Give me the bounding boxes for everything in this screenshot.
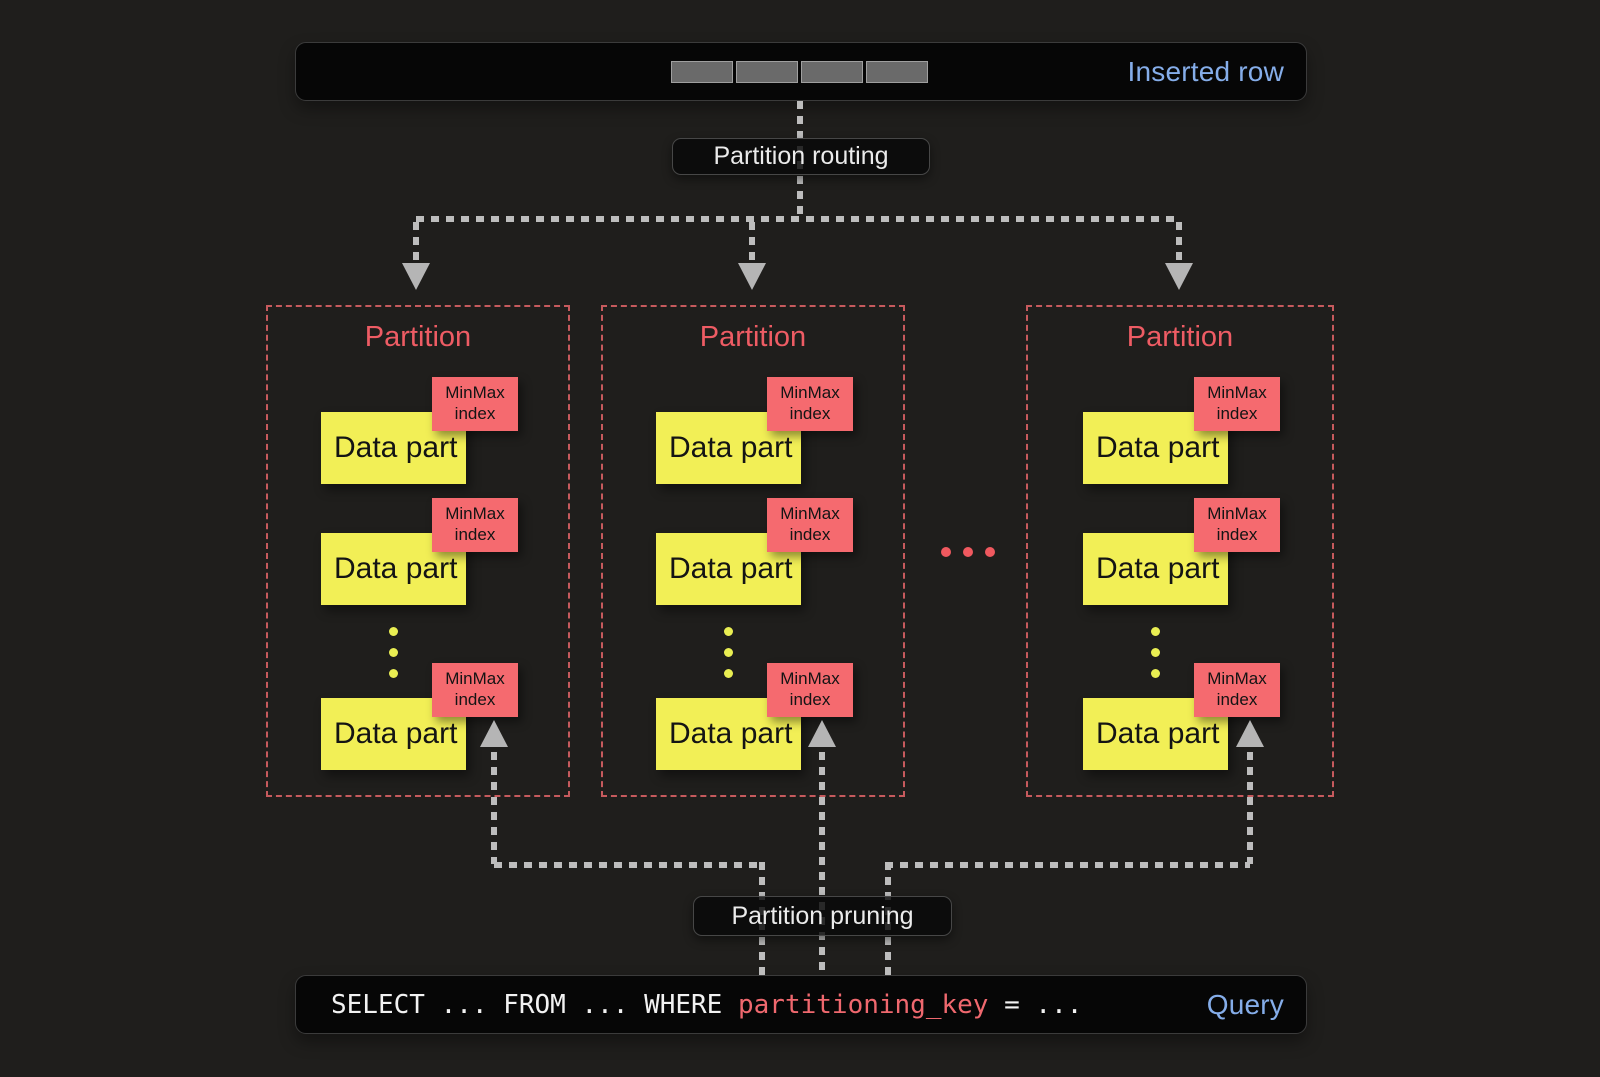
pruning-connector-left-vertical — [491, 752, 497, 864]
arrow-down-icon — [1165, 263, 1193, 290]
minmax-index-box: MinMax index — [767, 498, 853, 552]
vertical-ellipsis-dot — [389, 627, 398, 636]
arrow-down-icon — [402, 263, 430, 290]
routing-connector-horizontal — [416, 216, 1179, 222]
vertical-ellipsis-dot — [724, 648, 733, 657]
row-cell — [736, 61, 798, 83]
arrow-down-icon — [738, 263, 766, 290]
query-bar: SELECT ... FROM ... WHERE partitioning_k… — [295, 975, 1307, 1034]
vertical-ellipsis-dot — [724, 669, 733, 678]
sql-query-text: SELECT ... FROM ... WHERE partitioning_k… — [331, 990, 1082, 1020]
partition-routing-label: Partition routing — [713, 142, 889, 170]
partition-ellipsis-dot — [941, 547, 951, 557]
routing-connector-drop-left — [413, 222, 419, 264]
vertical-ellipsis-dot — [1151, 669, 1160, 678]
pruning-connector-middle-vertical — [819, 752, 825, 975]
partition-title: Partition — [1126, 321, 1234, 353]
pruning-connector-right-horizontal — [885, 862, 1250, 868]
vertical-ellipsis-dot — [724, 627, 733, 636]
partition-box-1: Partition MinMax index Data part MinMax … — [266, 305, 570, 797]
partition-box-3: Partition MinMax index Data part MinMax … — [1026, 305, 1334, 797]
minmax-index-box: MinMax index — [767, 377, 853, 431]
pruning-connector-left-horizontal — [494, 862, 765, 868]
data-part-box: Data part — [321, 698, 466, 770]
minmax-index-box: MinMax index — [1194, 498, 1280, 552]
routing-connector-drop-middle — [749, 222, 755, 264]
sql-after: = ... — [988, 989, 1083, 1020]
vertical-ellipsis-dot — [389, 669, 398, 678]
partition-ellipsis-dot — [985, 547, 995, 557]
inserted-row-bar: Inserted row — [295, 42, 1307, 101]
minmax-index-box: MinMax index — [1194, 377, 1280, 431]
inserted-row-label: Inserted row — [1127, 55, 1284, 87]
routing-connector-drop-right — [1176, 222, 1182, 264]
partition-pruning-pill: Partition pruning — [693, 896, 952, 936]
vertical-ellipsis-dot — [1151, 627, 1160, 636]
partition-ellipsis-dot — [963, 547, 973, 557]
row-cell — [801, 61, 863, 83]
query-label: Query — [1206, 988, 1284, 1020]
minmax-index-box: MinMax index — [432, 498, 518, 552]
minmax-index-box: MinMax index — [767, 663, 853, 717]
minmax-index-box: MinMax index — [1194, 663, 1280, 717]
inserted-row-cells — [671, 61, 928, 83]
partition-pruning-label: Partition pruning — [731, 901, 914, 930]
minmax-index-box: MinMax index — [432, 663, 518, 717]
pruning-connector-right-vertical — [1247, 752, 1253, 864]
partition-routing-pill: Partition routing — [672, 138, 930, 175]
arrow-up-icon — [480, 720, 508, 747]
row-cell — [866, 61, 928, 83]
arrow-up-icon — [1236, 720, 1264, 747]
partition-title: Partition — [699, 321, 807, 353]
vertical-ellipsis-dot — [1151, 648, 1160, 657]
arrow-up-icon — [808, 720, 836, 747]
partition-box-2: Partition MinMax index Data part MinMax … — [601, 305, 905, 797]
sql-partitioning-key: partitioning_key — [738, 989, 989, 1020]
vertical-ellipsis-dot — [389, 648, 398, 657]
data-part-box: Data part — [1083, 412, 1228, 484]
row-cell — [671, 61, 733, 83]
sql-before: SELECT ... FROM ... WHERE — [331, 989, 738, 1020]
minmax-index-box: MinMax index — [432, 377, 518, 431]
partition-title: Partition — [364, 321, 472, 353]
